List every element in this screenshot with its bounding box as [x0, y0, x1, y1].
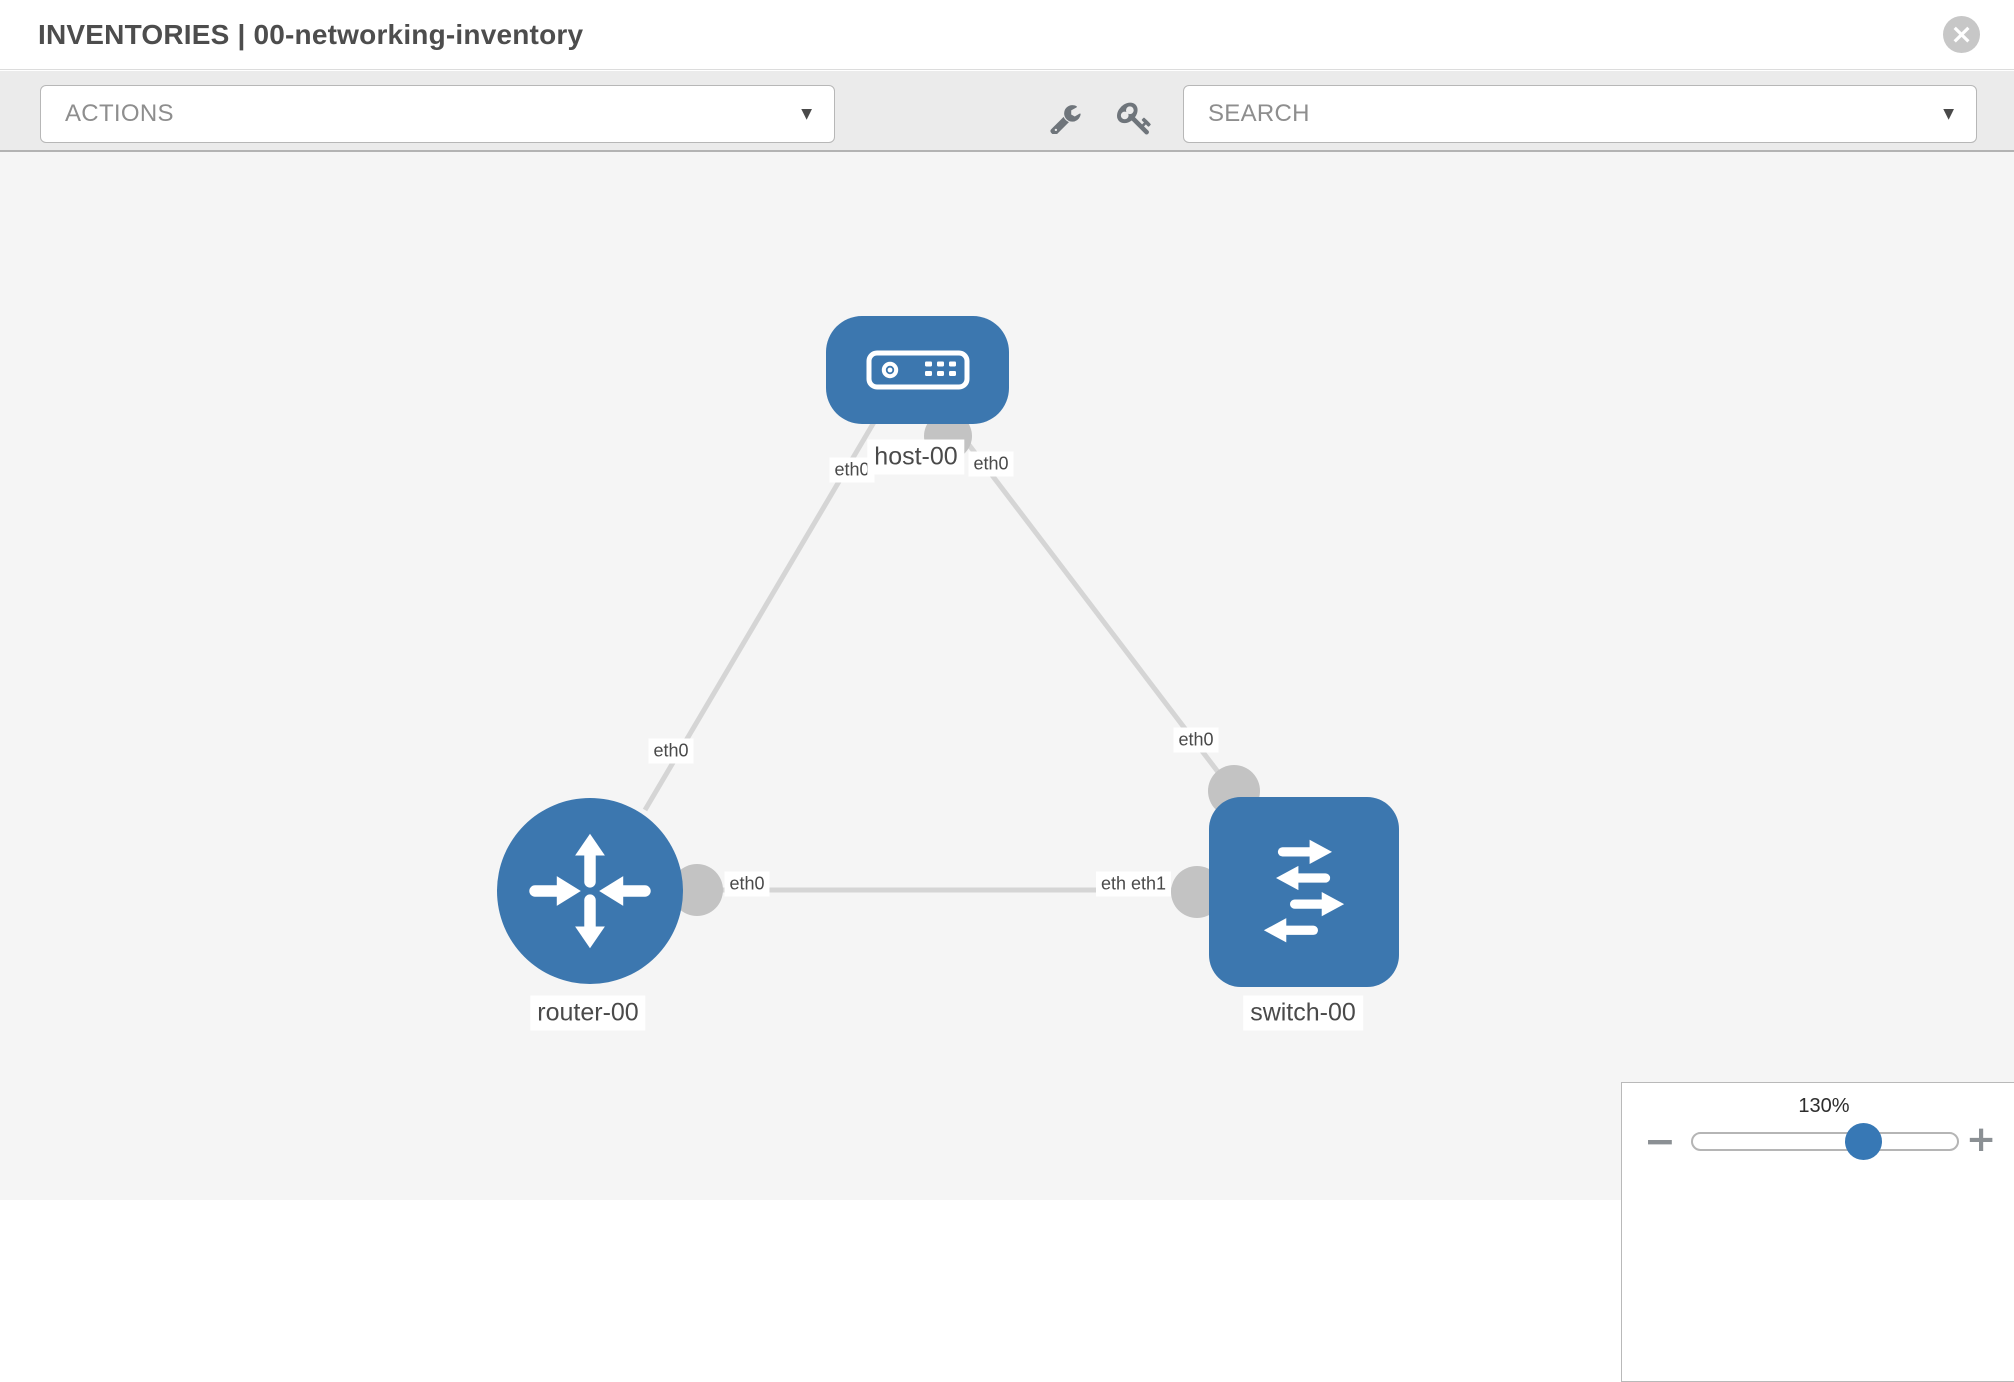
switch-icon — [1263, 839, 1345, 943]
interface-label: eth0 — [829, 457, 875, 483]
chevron-down-icon: ▼ — [1943, 106, 1954, 122]
node-label-router-00: router-00 — [530, 995, 646, 1031]
search-dropdown[interactable]: SEARCH ▼ — [1183, 85, 1977, 143]
port-router-00-eth0[interactable] — [671, 864, 723, 916]
search-dropdown-label: SEARCH — [1208, 100, 1310, 127]
topology-canvas[interactable]: eth0 host-00 eth0 eth0 eth0 eth0 eth0 et… — [0, 152, 2014, 1382]
zoom-slider-track[interactable] — [1691, 1132, 1959, 1151]
close-button[interactable]: × — [1943, 16, 1980, 53]
actions-dropdown[interactable]: ACTIONS ▼ — [40, 85, 835, 143]
wrench-icon[interactable] — [1050, 101, 1083, 134]
zoom-slider-thumb[interactable] — [1845, 1123, 1882, 1160]
plus-icon: + — [1966, 1119, 1997, 1160]
host-device-icon — [866, 350, 969, 390]
toolbar: ACTIONS ▼ SEARCH ▼ — [0, 71, 2014, 152]
node-router-00[interactable] — [497, 798, 683, 984]
key-icon[interactable] — [1117, 100, 1153, 136]
node-label-switch-00: switch-00 — [1243, 995, 1363, 1031]
interface-label: eth0 — [1173, 727, 1219, 753]
interface-label: eth0 — [968, 451, 1014, 477]
zoom-level: 130% — [1798, 1095, 1850, 1117]
node-switch-00[interactable] — [1209, 797, 1399, 987]
minus-icon: − — [1644, 1119, 1676, 1163]
topology-links-layer — [642, 410, 1260, 918]
zoom-control-panel: 130% − + — [1621, 1082, 2014, 1382]
header: INVENTORIES | 00-networking-inventory × — [0, 0, 2014, 70]
chevron-down-icon: ▼ — [801, 106, 812, 122]
page-title: INVENTORIES | 00-networking-inventory — [38, 18, 584, 50]
interface-label: eth1 — [1126, 871, 1172, 897]
close-icon: × — [1950, 18, 1973, 50]
node-label-host-00: host-00 — [867, 439, 965, 475]
actions-dropdown-label: ACTIONS — [65, 100, 174, 127]
interface-label: eth0 — [724, 871, 770, 897]
zoom-out-button[interactable]: − — [1644, 1119, 1676, 1163]
router-icon — [529, 833, 651, 949]
zoom-in-button[interactable]: + — [1966, 1119, 1996, 1160]
interface-label: eth0 — [648, 738, 694, 764]
node-host-00[interactable] — [826, 316, 1009, 424]
